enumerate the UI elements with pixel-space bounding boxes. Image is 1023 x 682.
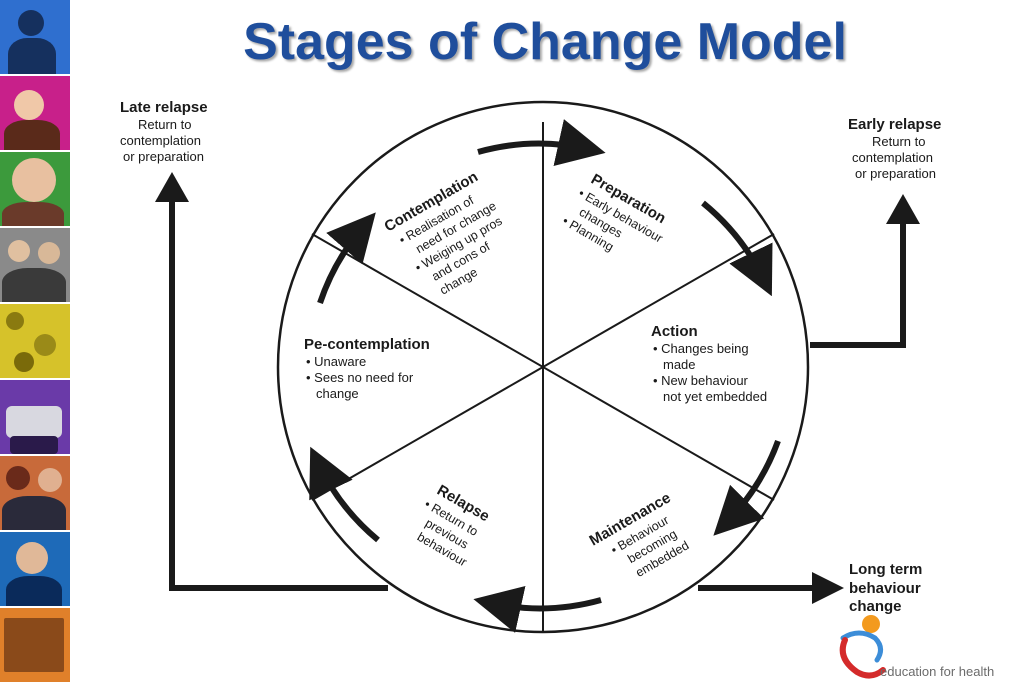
cycle-arrows (309, 119, 781, 633)
stage-bullet: • Unaware (306, 354, 366, 369)
stage-precontemplation: Pe-contemplation • Unaware • Sees no nee… (304, 336, 430, 401)
photo-tile (0, 456, 70, 530)
sector-divider (311, 233, 775, 501)
cycle-arrow (713, 439, 781, 536)
photo-tile (0, 76, 70, 150)
stage-wheel (276, 100, 810, 634)
early-relapse-label: Early relapse Return to contemplation or… (848, 116, 941, 181)
arrow-head-icon (155, 172, 189, 202)
stage-bullet: • Changes being (653, 341, 749, 356)
photo-tile (0, 228, 70, 302)
label-heading: Early relapse (848, 116, 941, 133)
label-line: Long term (849, 561, 922, 578)
label-line: contemplation (852, 150, 933, 165)
stage-bullet: • Sees no need for (306, 370, 414, 385)
photo-tile (0, 380, 70, 454)
long-term-arrow (698, 572, 844, 604)
long-term-label: Long term behaviour change (849, 561, 922, 615)
cycle-arrow (309, 446, 380, 543)
label-line: behaviour (849, 580, 921, 597)
photo-tile (0, 608, 70, 682)
logo-figure-icon (839, 615, 886, 679)
stage-heading: Pe-contemplation (304, 336, 430, 353)
cycle-arrow (473, 586, 602, 633)
label-line: contemplation (120, 133, 201, 148)
slide-title: Stages of Change Model (243, 13, 847, 71)
late-relapse-arrow (155, 172, 388, 591)
label-line: change (849, 598, 902, 615)
stage-bullet: • New behaviour (653, 373, 749, 388)
photo-tile (0, 0, 70, 74)
label-line: or preparation (123, 149, 204, 164)
label-heading: Late relapse (120, 99, 208, 116)
stage-bullet: made (663, 357, 696, 372)
early-relapse-arrow (810, 194, 920, 348)
logo-text: education for health (880, 664, 995, 679)
photo-strip (0, 0, 70, 682)
arrow-head-icon (812, 572, 844, 604)
late-relapse-label: Late relapse Return to contemplation or … (120, 99, 208, 164)
label-line: Return to (872, 134, 925, 149)
education-for-health-logo: education for health (835, 614, 1023, 682)
cycle-arrow (701, 200, 773, 297)
arrow-head-icon (886, 194, 920, 224)
photo-tile (0, 152, 70, 226)
stage-bullet: change (316, 386, 359, 401)
label-line: or preparation (855, 166, 936, 181)
photo-tile (0, 532, 70, 606)
label-line: Return to (138, 117, 191, 132)
stage-action: Action • Changes being made • New behavi… (651, 323, 767, 404)
cycle-arrow (317, 212, 376, 304)
photo-tile (0, 304, 70, 378)
stage-bullet: not yet embedded (663, 389, 767, 404)
stage-heading: Action (651, 323, 698, 340)
cycle-arrow (477, 119, 606, 166)
